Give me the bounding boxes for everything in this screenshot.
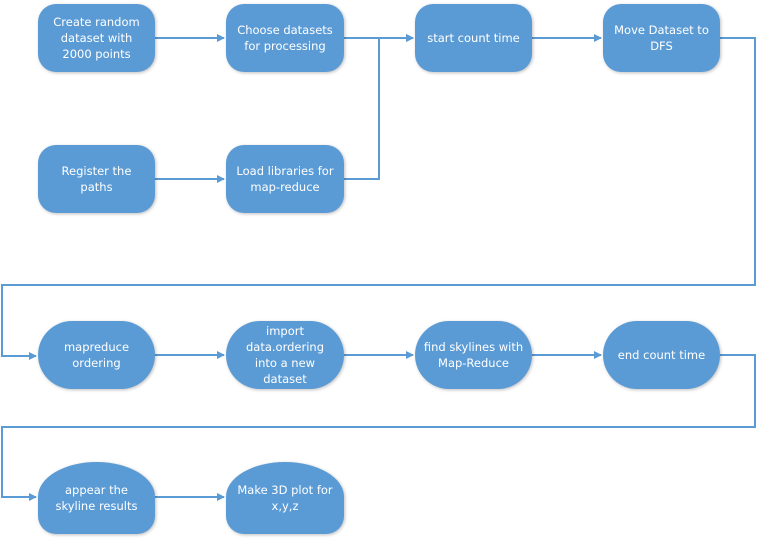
arrow-load-to-start [344,34,414,180]
node-load-libraries-label: Load libraries for map-reduce [236,164,334,194]
node-choose-datasets: Choose datasets for processing [226,4,344,72]
arrow-move-to-mapreduce [1,37,756,360]
node-mapreduce-ordering-label: mapreduce ordering [63,340,130,370]
node-start-count-time-label: start count time [427,31,520,45]
node-create-random-dataset: Create random dataset with 2000 points [38,4,155,72]
node-appear-skyline-results: appear the skyline results [38,462,155,534]
node-register-paths: Register the paths [38,145,155,213]
node-import-data-ordering: import data.ordering into a new dataset [226,321,344,389]
node-end-count-time-label: end count time [617,348,706,362]
node-appear-skyline-results-label: appear the skyline results [55,483,138,513]
node-mapreduce-ordering: mapreduce ordering [38,321,155,389]
node-move-dataset-to-dfs-label: Move Dataset to DFS [614,23,709,53]
node-move-dataset-to-dfs: Move Dataset to DFS [603,4,720,72]
node-make-3d-plot: Make 3D plot for x,y,z [226,462,344,534]
node-choose-datasets-label: Choose datasets for processing [237,23,333,53]
node-start-count-time: start count time [415,4,532,72]
node-find-skylines-label: find skylines with Map-Reduce [423,340,524,370]
node-create-random-dataset-label: Create random dataset with 2000 points [53,15,140,61]
node-find-skylines: find skylines with Map-Reduce [415,321,532,389]
node-register-paths-label: Register the paths [61,164,132,194]
node-end-count-time: end count time [603,321,720,389]
node-import-data-ordering-label: import data.ordering into a new dataset [245,324,324,386]
node-load-libraries: Load libraries for map-reduce [226,145,344,213]
arrow-end-to-appear [1,354,756,501]
node-make-3d-plot-label: Make 3D plot for x,y,z [237,483,333,513]
